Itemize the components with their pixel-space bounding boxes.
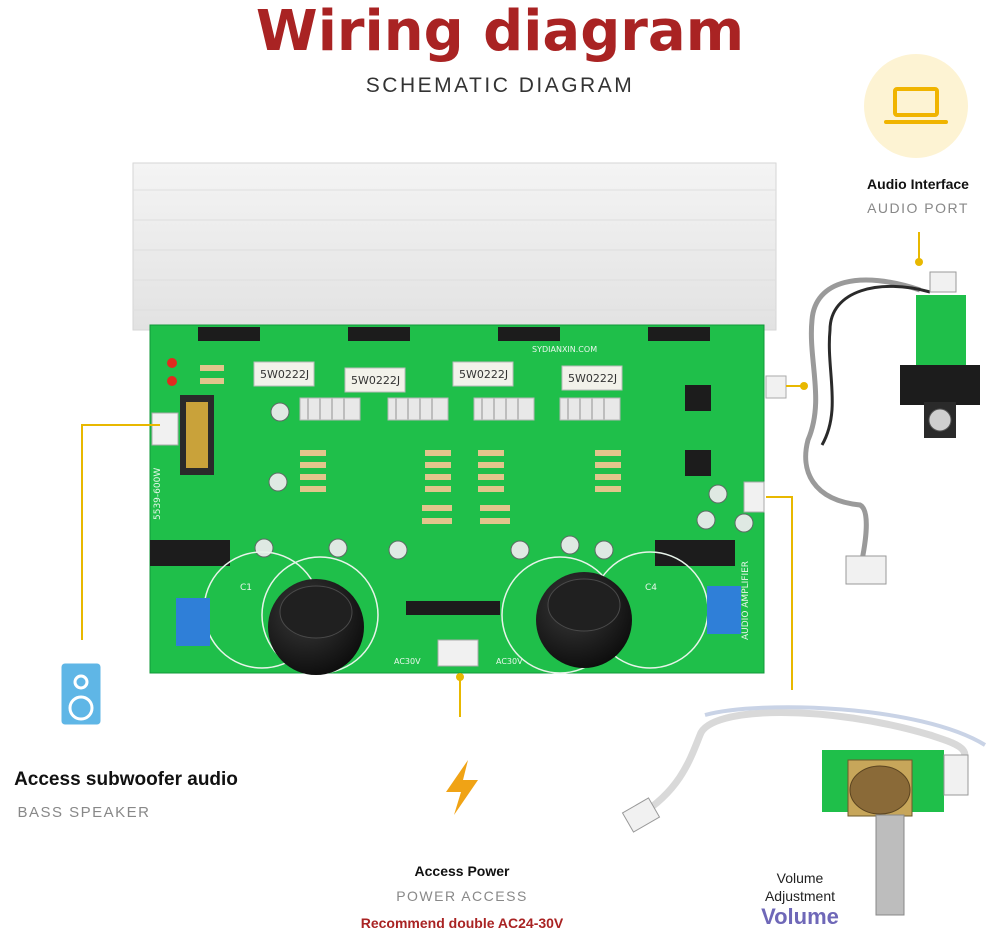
power-subtitle: POWER ACCESS bbox=[396, 888, 528, 904]
resistor-label-1: 5W0222J bbox=[260, 368, 309, 381]
amplifier-board bbox=[149, 324, 787, 675]
volume-highlight: Volume bbox=[761, 904, 839, 929]
volume-title-line1: Volume bbox=[776, 870, 824, 886]
board-amp-label: AUDIO AMPLIFIER bbox=[741, 561, 751, 640]
power-title: Access Power bbox=[414, 863, 510, 879]
power-label-right: AC30V bbox=[496, 657, 523, 666]
power-note: Recommend double AC24-30V bbox=[360, 915, 564, 931]
volume-title-line2: Adjustment bbox=[764, 888, 836, 904]
subwoofer-subtitle: BASS SPEAKER bbox=[17, 804, 151, 821]
page-title: Wiring diagram bbox=[255, 0, 745, 64]
power-label-left: AC30V bbox=[394, 657, 421, 666]
board-model-label: 5539-600W bbox=[153, 468, 163, 520]
audio-interface-title: Audio Interface bbox=[867, 176, 969, 192]
board-brand-label: SYDIANXIN.COM bbox=[532, 345, 597, 354]
heatsink bbox=[132, 162, 777, 331]
page-subtitle: SCHEMATIC DIAGRAM bbox=[365, 74, 635, 97]
volume-pot-module bbox=[621, 705, 987, 916]
audio-port-module bbox=[803, 271, 980, 585]
audio-interface-subtitle: AUDIO PORT bbox=[867, 200, 969, 216]
resistor-label-2: 5W0222J bbox=[351, 374, 400, 387]
cap-label-left: C1 bbox=[240, 583, 252, 593]
audio-interface-badge bbox=[864, 54, 968, 158]
connector-lines bbox=[81, 232, 920, 717]
resistor-label-3: 5W0222J bbox=[459, 368, 508, 381]
cap-label-right: C4 bbox=[645, 583, 657, 593]
subwoofer-title: Access subwoofer audio bbox=[14, 769, 238, 790]
resistor-label-4: 5W0222J bbox=[568, 372, 617, 385]
